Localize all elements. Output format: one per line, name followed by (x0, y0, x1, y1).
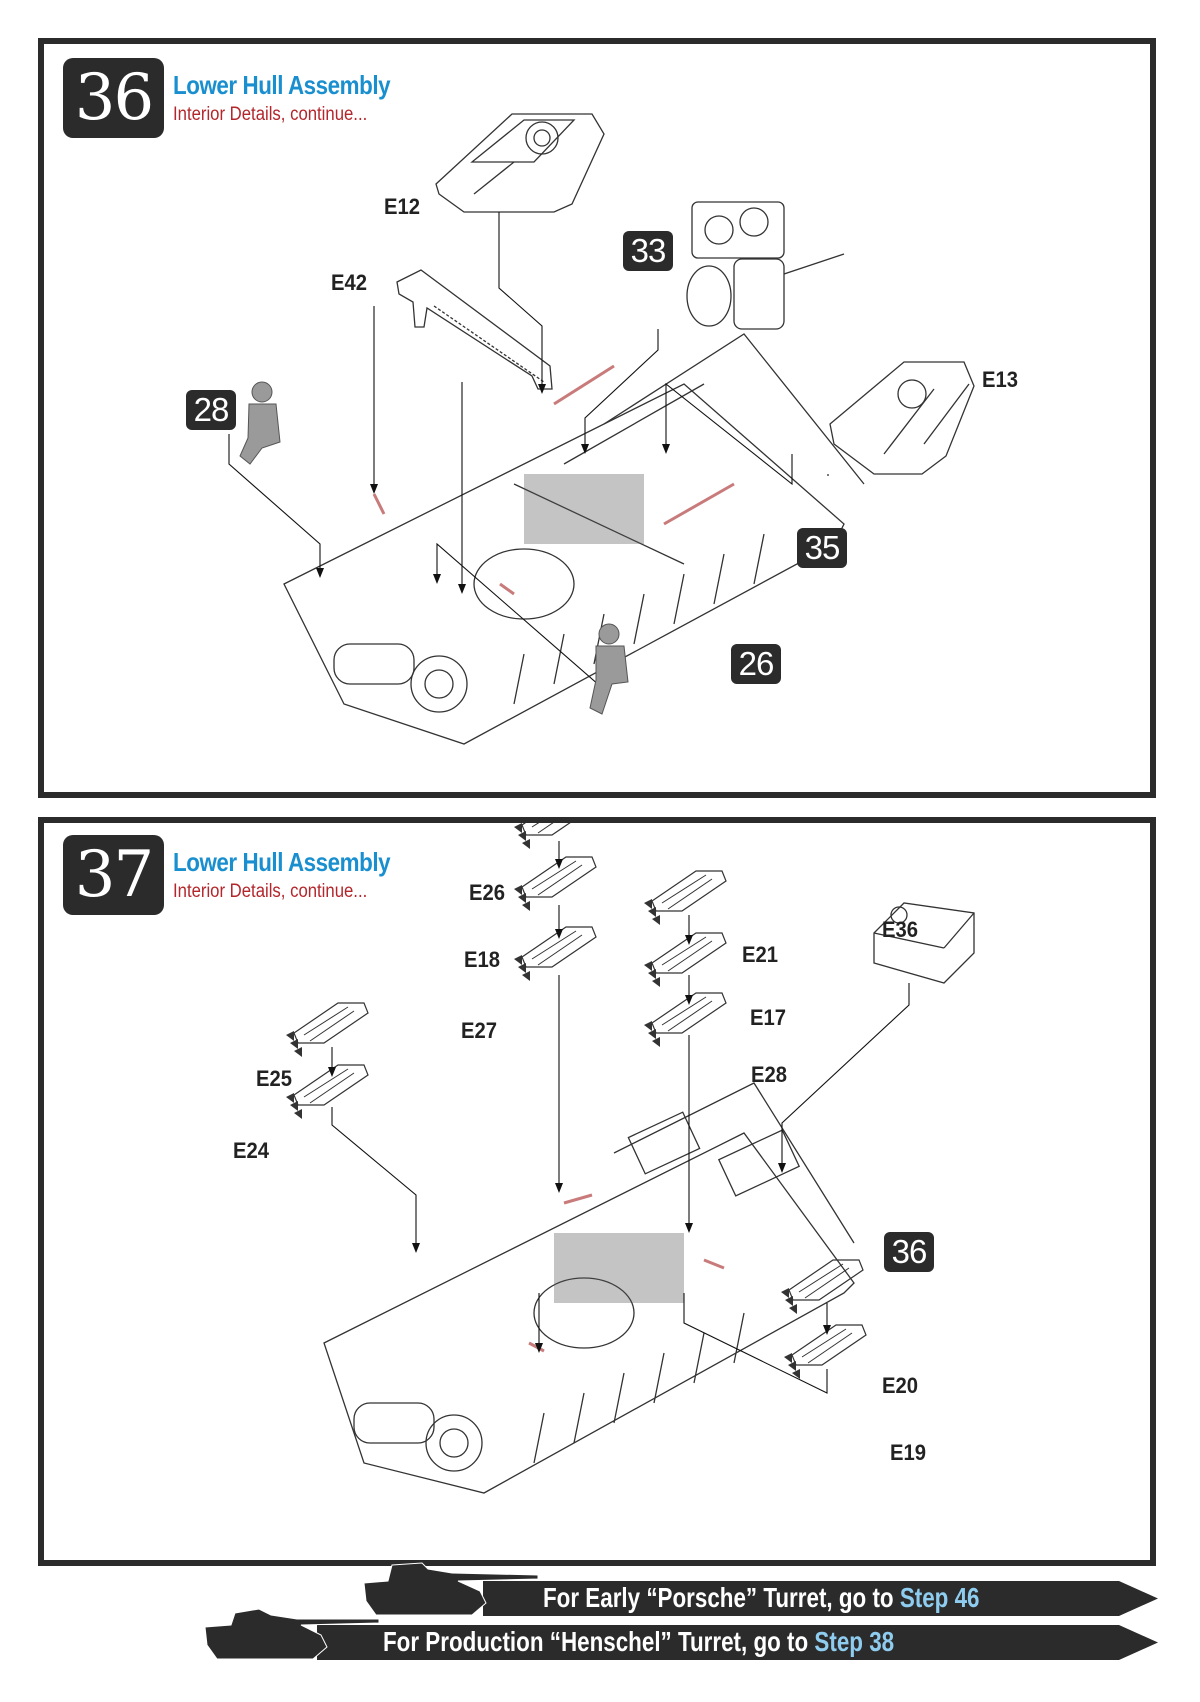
rack-e17-drawing (643, 932, 727, 988)
rack-e27-drawing (513, 926, 597, 982)
part-label-e20: E20 (882, 1373, 919, 1398)
nav-banner-text[interactable]: For Early “Porsche” Turret, go to Step 4… (543, 1582, 980, 1614)
step-subtitle: Interior Details, continue... (173, 104, 368, 125)
part-label-e18: E18 (464, 947, 501, 972)
part-label-e12: E12 (384, 194, 421, 219)
part-label-e19: E19 (890, 1440, 927, 1465)
nav-prefix: For Production “Henschel” Turret, go to (383, 1626, 815, 1657)
part-label-e24: E24 (233, 1138, 270, 1163)
crew-figures (239, 381, 629, 715)
part-label-e17: E17 (750, 1005, 787, 1030)
reference-badge-33: 33 (623, 231, 673, 271)
lower-hull-interior-diagram (228, 113, 975, 745)
floor-plate-texture (554, 1233, 684, 1303)
leader-lines (228, 212, 829, 694)
arrowheads (316, 384, 670, 594)
suspension-arms (513, 533, 765, 705)
part-label-e28: E28 (751, 1062, 788, 1087)
rack-e26-drawing (513, 823, 597, 850)
nav-banner-text[interactable]: For Production “Henschel” Turret, go to … (383, 1626, 894, 1658)
part-e36-drawing (873, 902, 975, 984)
rack-e19-drawing (783, 1324, 867, 1380)
part-label-e13: E13 (982, 367, 1019, 392)
part-e42-drawing (396, 269, 553, 390)
arrowheads (328, 859, 831, 1353)
part-e12-drawing (435, 113, 605, 213)
reference-badge-35: 35 (797, 528, 847, 568)
part-label-e25: E25 (256, 1066, 293, 1091)
tank-silhouette-henschel-icon (204, 1608, 380, 1660)
step-number: 36 (63, 58, 164, 138)
nav-banner-porsche[interactable]: For Early “Porsche” Turret, go to Step 4… (483, 1581, 1161, 1616)
reference-badge-36: 36 (884, 1232, 934, 1272)
floor-plate-texture (524, 474, 644, 544)
rack-e25-drawing (285, 1002, 369, 1058)
rack-e24-drawing (285, 1064, 369, 1120)
reference-badge-28: 28 (186, 390, 236, 430)
nav-prefix: For Early “Porsche” Turret, go to (543, 1582, 900, 1613)
rack-e28-drawing (643, 992, 727, 1048)
reference-badge-26: 26 (731, 644, 781, 684)
glue-highlights (372, 364, 735, 596)
step-36-panel: 36 Lower Hull Assembly Interior Details,… (38, 38, 1156, 798)
part-e13-drawing (829, 361, 975, 475)
nav-banner-henschel[interactable]: For Production “Henschel” Turret, go to … (317, 1625, 1161, 1660)
engine-drawing (686, 201, 845, 330)
figure-28-drawing (239, 381, 281, 465)
step-38-link[interactable]: Step 38 (814, 1626, 895, 1657)
tank-silhouette-porsche-icon (363, 1562, 539, 1616)
part-label-e27: E27 (461, 1018, 498, 1043)
part-label-e42: E42 (331, 270, 368, 295)
step-title: Lower Hull Assembly (173, 70, 391, 100)
step-subtitle: Interior Details, continue... (173, 881, 368, 902)
part-label-e36: E36 (882, 917, 919, 942)
step-title: Lower Hull Assembly (173, 847, 391, 877)
ammo-rack-assembly-diagram (285, 823, 975, 1494)
step-46-link[interactable]: Step 46 (899, 1582, 980, 1613)
part-label-e26: E26 (469, 880, 506, 905)
leader-lines (331, 841, 910, 1394)
rack-e21-drawing (643, 870, 727, 926)
step-37-panel: 37 Lower Hull Assembly Interior Details,… (38, 817, 1156, 1566)
glue-highlights (528, 1193, 725, 1353)
part-label-e21: E21 (742, 942, 779, 967)
rack-e18-drawing (513, 856, 597, 912)
figure-26-drawing (589, 623, 629, 715)
hull-drawing (323, 1082, 855, 1494)
step-number: 37 (63, 835, 164, 915)
